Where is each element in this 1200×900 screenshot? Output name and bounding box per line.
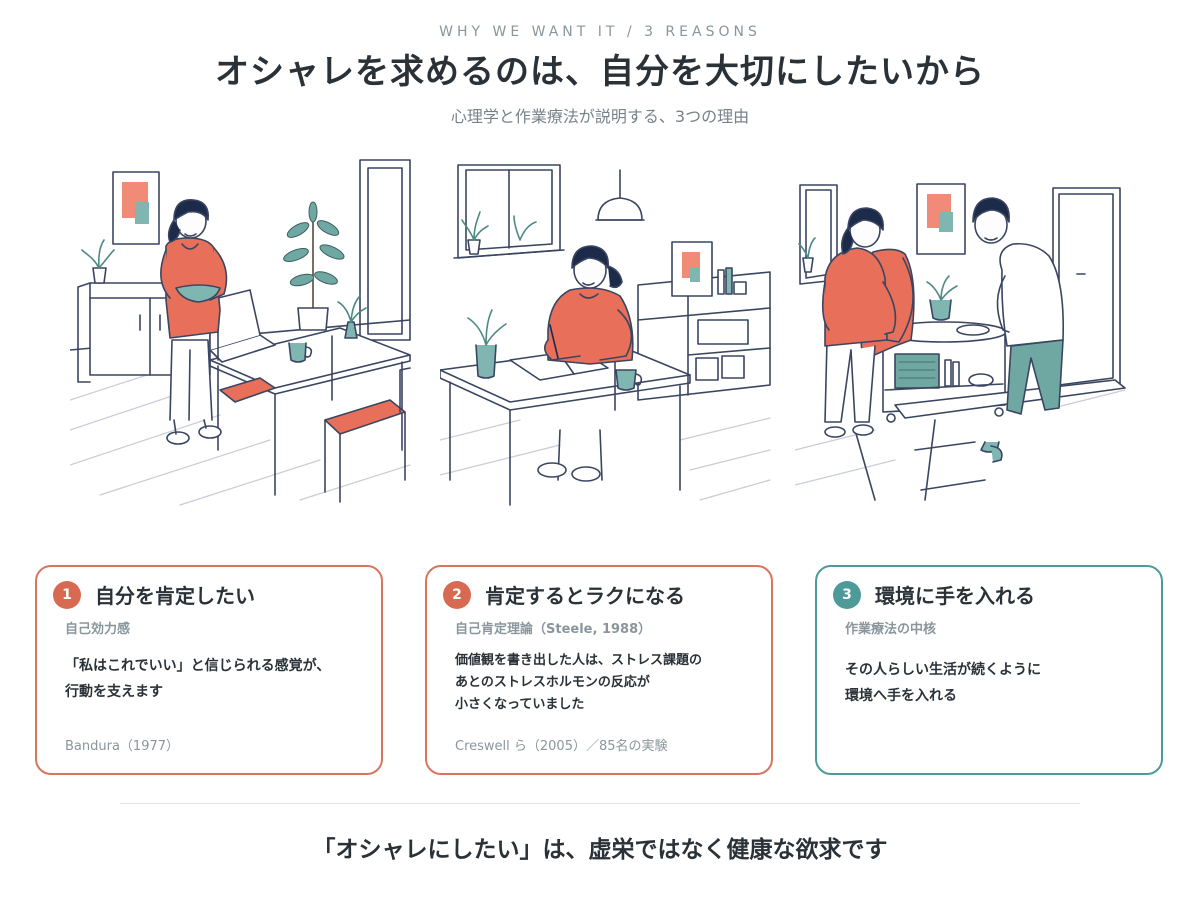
reason-card-3: 3 環境に手を入れる 作業療法の中核 その人らしい生活が続くように 環境へ手を入… bbox=[815, 565, 1163, 775]
reason-body-line: あとのストレスホルモンの反応が bbox=[455, 675, 650, 690]
reason-title: 環境に手を入れる bbox=[875, 584, 1035, 608]
reason-subtitle: 自己肯定理論（Steele, 1988） bbox=[455, 622, 652, 637]
reason-body-line: 価値観を書き出した人は、ストレス課題の bbox=[455, 653, 703, 668]
illustration-woman-setting-table bbox=[70, 150, 420, 510]
conclusion-text: 「オシャレにしたい」は、虚栄ではなく健康な欲求です bbox=[312, 837, 888, 863]
page-subtitle: 心理学と作業療法が説明する、3つの理由 bbox=[450, 107, 750, 126]
reason-body-line: その人らしい生活が続くように bbox=[845, 662, 1041, 678]
eyebrow-label: WHY WE WANT IT / 3 REASONS bbox=[439, 24, 761, 40]
section-divider bbox=[120, 803, 1080, 804]
reason-body-line: 環境へ手を入れる bbox=[845, 688, 957, 704]
reason-subtitle: 作業療法の中核 bbox=[845, 622, 937, 637]
reason-card-1: 1 自分を肯定したい 自己効力感 「私はこれでいい」と信じられる感覚が、 行動を… bbox=[35, 565, 383, 775]
reason-number-badge: 2 bbox=[443, 581, 471, 609]
reason-body: 「私はこれでいい」と信じられる感覚が、 行動を支えます bbox=[65, 653, 365, 705]
reason-citation: Creswell ら（2005）／85名の実験 bbox=[455, 739, 668, 754]
reason-citation: Bandura（1977） bbox=[65, 739, 180, 754]
reason-number-badge: 1 bbox=[53, 581, 81, 609]
reason-body-line: 「私はこれでいい」と信じられる感覚が、 bbox=[65, 658, 331, 674]
illustration-couple-rearranging-room bbox=[795, 150, 1145, 510]
reason-title: 肯定するとラクになる bbox=[485, 584, 685, 608]
reason-subtitle: 自己効力感 bbox=[65, 622, 131, 637]
reason-body: 価値観を書き出した人は、ストレス課題の あとのストレスホルモンの反応が 小さくな… bbox=[455, 650, 755, 716]
reason-body: その人らしい生活が続くように 環境へ手を入れる bbox=[845, 657, 1145, 709]
reason-number-badge: 3 bbox=[833, 581, 861, 609]
page-title: オシャレを求めるのは、自分を大切にしたいから bbox=[215, 52, 985, 92]
reason-card-2: 2 肯定するとラクになる 自己肯定理論（Steele, 1988） 価値観を書き… bbox=[425, 565, 773, 775]
reason-body-line: 小さくなっていました bbox=[455, 697, 585, 712]
illustration-woman-writing-journal bbox=[440, 150, 790, 510]
reason-body-line: 行動を支えます bbox=[65, 684, 163, 700]
reason-title: 自分を肯定したい bbox=[95, 584, 255, 608]
